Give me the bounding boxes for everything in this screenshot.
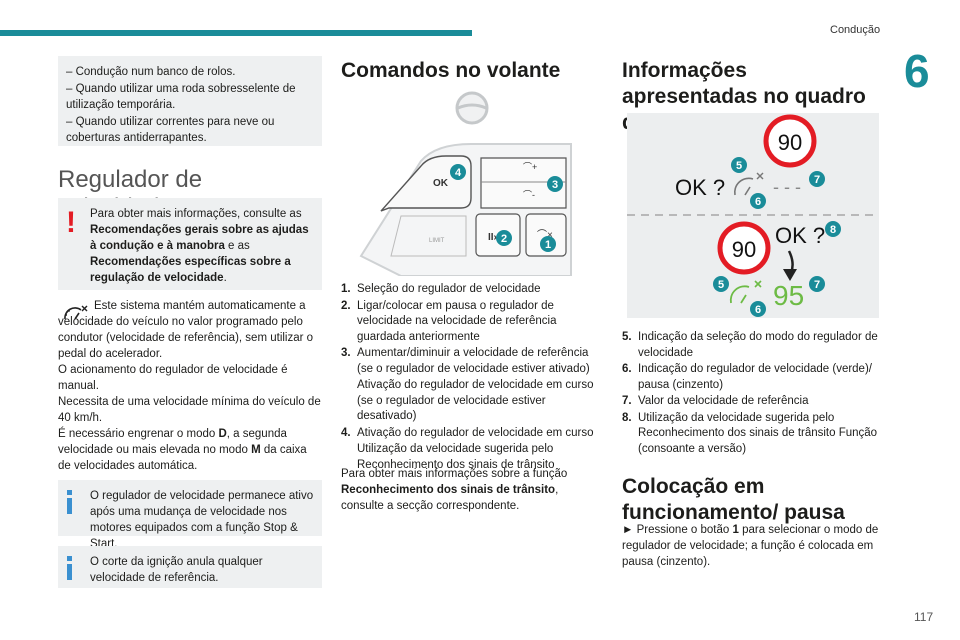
list-item: – Quando utilizar correntes para neve ou… [66, 116, 275, 144]
ok-label: OK [433, 178, 449, 189]
section-heading: Colocação em funcionamento/ pausa [622, 475, 845, 524]
callout-number: 1 [545, 239, 551, 251]
callout-badge [750, 193, 766, 209]
speed-limit-value: 90 [732, 237, 756, 262]
ok-prompt: OK ? [675, 175, 725, 200]
steering-wheel-controls-illustration: OK ⌒+ ⌒- LIMIT II› ⌒× 1 2 3 4 [359, 91, 572, 276]
warning-icon: ! [66, 206, 76, 239]
list-item: 5.Indicação da seleção do modo do regula… [622, 331, 878, 359]
select-button [525, 213, 567, 257]
warning-link-text: Recomendações específicas sobre a regula… [90, 256, 291, 284]
callout-number: 5 [736, 160, 742, 172]
callout-badge [731, 157, 747, 173]
callout-badge [809, 171, 825, 187]
callout-badge [750, 301, 766, 317]
list-item: 8.Utilização da velocidade sugerida pelo… [622, 411, 878, 455]
reference-speed-placeholder: - - - [773, 177, 801, 197]
info-box: O corte da ignição anula qualquer veloci… [58, 546, 322, 588]
body-paragraph: Necessita de uma velocidade mínima do ve… [58, 396, 321, 424]
callout-number: 7 [814, 279, 820, 291]
controls-legend-list: 1.Seleção do regulador de velocidade 2.L… [341, 282, 603, 474]
warning-text: Para obter mais informações, consulte as [90, 208, 302, 220]
callout-number: 2 [501, 233, 507, 245]
steering-wheel-icon [455, 91, 489, 125]
limit-label: LIMIT [429, 238, 445, 244]
warning-link-text: Recomendações gerais sobre as ajudas à c… [90, 224, 309, 252]
info-text: O corte da ignição anula qualquer veloci… [90, 556, 263, 584]
warning-box: ! Para obter mais informações, consulte … [58, 198, 322, 290]
callout-number: 6 [755, 304, 761, 316]
list-item: – Condução num banco de rolos. [66, 66, 236, 78]
display-legend-list: 5.Indicação da seleção do modo do regula… [622, 330, 880, 458]
speed-adjust-button [480, 157, 567, 209]
body-paragraph: É necessário engrenar o modo D, a segund… [58, 428, 307, 472]
page-number: 117 [914, 610, 934, 624]
callout-badge [547, 176, 563, 192]
callout-number: 5 [718, 279, 724, 291]
svg-text:II›: II› [488, 232, 497, 243]
warning-text: . [223, 272, 227, 284]
list-item: 6.Indicação do regulador de velocidade (… [622, 363, 872, 391]
list-item: 7.Valor da velocidade de referência [622, 395, 809, 407]
svg-text:⌒-: ⌒- [523, 190, 535, 200]
instruction-step: ► Pressione o botão 1 para selecionar o … [622, 524, 879, 568]
reference-speed-value: 95 [773, 280, 804, 311]
warning-text: e as [224, 240, 250, 252]
ok-button [380, 155, 472, 212]
info-box: O regulador de velocidade permanece ativ… [58, 480, 322, 550]
list-item: 3.Aumentar/diminuir a velocidade de refe… [341, 347, 590, 375]
chapter-number: 6 [904, 45, 930, 97]
list-item: Ativação do regulador de velocidade em c… [357, 379, 594, 422]
speed-limit-sign [717, 221, 771, 275]
cruise-gauge-active-icon [729, 280, 762, 304]
callout-badge [713, 276, 729, 292]
list-item: 1.Seleção do regulador de velocidade [341, 283, 541, 295]
callout-badge [450, 164, 466, 180]
speed-limit-sign [763, 114, 817, 168]
callout-number: 3 [552, 179, 558, 191]
body-paragraph: Para obter mais informações sobre a funç… [341, 468, 568, 512]
header-accent-bar [0, 30, 472, 36]
callout-number: 4 [455, 167, 462, 179]
callout-badge [809, 276, 825, 292]
callout-badge [540, 236, 556, 252]
callout-badge [825, 221, 841, 237]
svg-text:⌒+: ⌒+ [523, 162, 537, 172]
speed-limit-value: 90 [778, 130, 802, 155]
ok-prompt: OK ? [775, 223, 825, 248]
info-icon [67, 490, 72, 514]
info-icon [67, 556, 72, 580]
cruise-gauge-icon [733, 172, 764, 196]
list-item: 2.Ligar/colocar em pausa o regulador de … [341, 299, 557, 343]
body-paragraph: O acionamento do regulador de velocidade… [58, 364, 288, 392]
list-item: – Quando utilizar uma roda sobresselente… [66, 83, 296, 111]
callout-number: 8 [830, 224, 836, 236]
list-item: Utilização da velocidade sugerida pelo R… [357, 443, 555, 471]
section-title: Condução [830, 24, 881, 36]
callout-number: 6 [755, 196, 761, 208]
cruise-control-icon [64, 305, 88, 320]
list-item: 4.Ativação do regulador de velocidade em… [341, 426, 594, 439]
body-paragraph: Este sistema mantém automaticamente a ve… [58, 300, 314, 360]
callout-badge [496, 230, 512, 246]
callout-number: 7 [814, 174, 820, 186]
instrument-cluster-illustration: 90 OK ? - - - 5 6 7 90 OK ? 8 95 5 6 7 [627, 113, 879, 318]
conditions-box: – Condução num banco de rolos. – Quando … [58, 56, 322, 146]
info-text: O regulador de velocidade permanece ativ… [90, 490, 314, 550]
section-heading: Comandos no volante [341, 59, 561, 82]
